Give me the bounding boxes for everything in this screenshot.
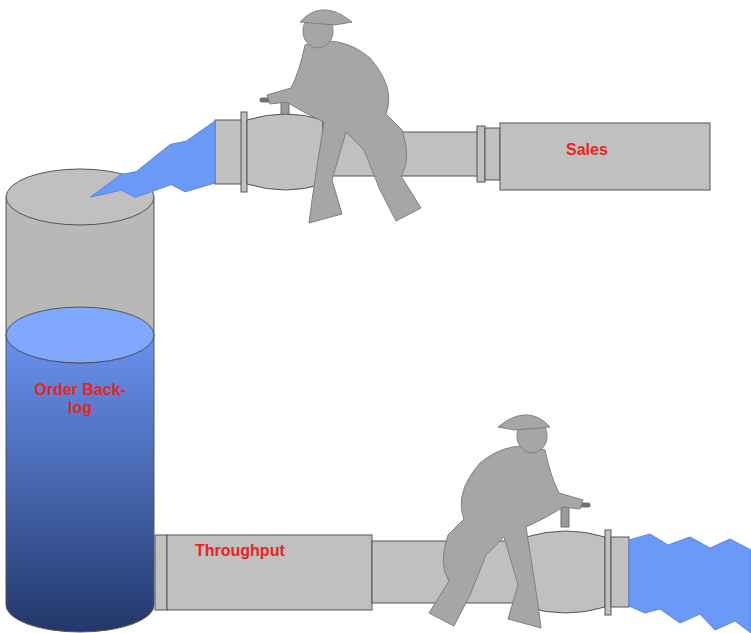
pipe-shape <box>215 112 710 192</box>
pipe-section <box>485 128 500 180</box>
pipe-flange <box>477 126 485 182</box>
tank-top <box>6 169 154 225</box>
valve-handle <box>538 503 588 508</box>
pipe-section <box>215 120 243 184</box>
tank: Order Back- log <box>5 165 155 633</box>
liquid-surface <box>6 307 154 363</box>
pipe-section <box>611 537 629 607</box>
pipe: Throughput <box>152 525 632 620</box>
pipe-flange <box>241 112 247 192</box>
worker-cap <box>498 415 550 430</box>
tank-liquid <box>6 335 154 632</box>
pipe-section <box>329 132 479 176</box>
pipe-collar <box>155 535 167 610</box>
pipe-flange <box>605 530 611 615</box>
valve-body <box>247 114 323 190</box>
flow-stream <box>91 121 216 197</box>
pipe-section <box>372 541 520 603</box>
worker-head <box>517 419 547 453</box>
pipe-section <box>167 535 372 610</box>
pipe-flange <box>323 112 329 192</box>
worker-cap <box>300 10 352 25</box>
pipe-section <box>500 123 710 190</box>
pipe-flange <box>520 530 526 615</box>
valve-stem <box>281 100 289 114</box>
valve-handle <box>262 98 312 103</box>
pipe-shape <box>152 525 632 620</box>
tank-label: Order Back- log <box>27 381 133 417</box>
outlet-stream <box>629 534 751 633</box>
valve-body <box>526 531 605 613</box>
worker-head <box>303 14 333 48</box>
pipe: Sales <box>215 112 710 192</box>
pipe-label: Sales <box>566 141 686 159</box>
valve-stem <box>561 505 569 527</box>
pipe-label: Throughput <box>195 542 365 560</box>
